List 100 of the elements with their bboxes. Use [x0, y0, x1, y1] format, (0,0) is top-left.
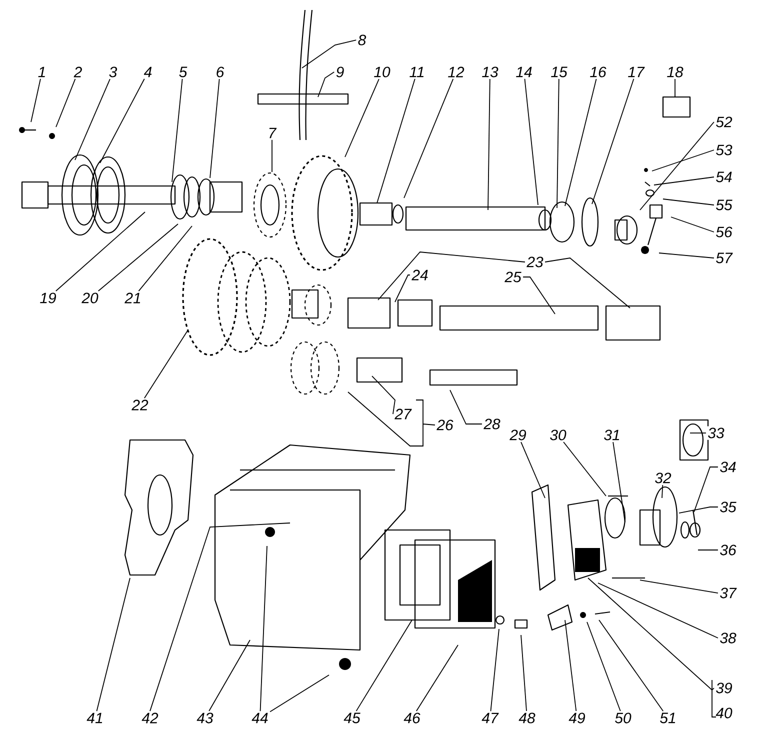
leader-line — [592, 78, 634, 204]
leader-line — [172, 78, 183, 182]
leader-line — [416, 644, 458, 712]
callout-number: 29 — [508, 428, 528, 442]
leader-line — [96, 578, 130, 712]
callout-number: 39 — [714, 681, 734, 695]
callout-number: 15 — [549, 65, 569, 79]
leader-line — [588, 578, 716, 718]
leader-line — [658, 252, 714, 258]
callout-number: 24 — [410, 268, 430, 282]
leader-line — [640, 122, 714, 210]
callout-number: 11 — [408, 65, 426, 79]
callout-number: 14 — [514, 65, 534, 79]
leader-line — [490, 628, 500, 712]
callout-number: 45 — [342, 711, 362, 725]
callout-number: 26 — [435, 418, 455, 432]
leader-line — [586, 622, 621, 712]
callout-number: 30 — [548, 428, 568, 442]
leader-line — [348, 392, 436, 446]
callout-number: 2 — [72, 65, 84, 79]
callout-number: 10 — [372, 65, 392, 79]
callout-number: 47 — [480, 711, 500, 725]
callout-number: 8 — [356, 33, 368, 47]
leader-line — [654, 176, 714, 186]
leader-line — [100, 78, 145, 164]
leader-line — [318, 72, 335, 98]
callout-number: 36 — [718, 543, 738, 557]
callout-number: 17 — [626, 65, 646, 79]
leader-line — [30, 78, 41, 122]
leader-line — [210, 78, 220, 178]
leader-line — [598, 582, 718, 638]
callout-number: 55 — [714, 198, 734, 212]
callout-number: 18 — [665, 65, 685, 79]
leader-line — [404, 78, 454, 198]
callout-number: 4 — [142, 65, 154, 79]
callout-number: 28 — [482, 417, 502, 431]
leader-line — [98, 224, 178, 292]
leader-line — [302, 40, 357, 68]
leader-line — [270, 674, 330, 712]
callout-number: 23 — [525, 255, 545, 269]
leader-line — [376, 78, 416, 204]
leader-line — [522, 276, 556, 314]
callout-number: 48 — [517, 711, 537, 725]
leader-line — [138, 226, 192, 292]
leader-line — [678, 506, 718, 514]
callout-number: 41 — [85, 711, 105, 725]
callout-number: 35 — [718, 500, 738, 514]
callout-number: 20 — [80, 291, 100, 305]
callout-number: 31 — [602, 428, 622, 442]
callout-number: 3 — [107, 65, 119, 79]
callout-number: 43 — [195, 711, 215, 725]
callout-number: 5 — [177, 65, 189, 79]
callout-number: 1 — [36, 65, 48, 79]
callout-number: 46 — [402, 711, 422, 725]
leader-line — [662, 198, 714, 206]
callout-number: 51 — [658, 711, 678, 725]
callout-number: 56 — [714, 225, 734, 239]
callout-number: 54 — [714, 170, 734, 184]
callout-number: 25 — [503, 270, 523, 284]
leader-line — [74, 78, 110, 160]
leader-line — [488, 78, 490, 210]
leader-line — [556, 78, 560, 208]
callout-number: 37 — [718, 586, 738, 600]
callout-number: 7 — [266, 126, 278, 140]
leader-line — [662, 484, 664, 498]
callout-number: 33 — [706, 426, 726, 440]
leader-line — [674, 78, 676, 98]
callout-number: 44 — [250, 711, 270, 725]
leader-line — [56, 78, 76, 128]
leader-line — [670, 216, 714, 232]
callout-number: 9 — [334, 65, 346, 79]
callout-number: 32 — [653, 471, 673, 485]
leader-line — [564, 620, 577, 712]
callout-number: 6 — [214, 65, 226, 79]
callout-number: 53 — [714, 143, 734, 157]
leader-line — [450, 390, 482, 424]
leader-line — [208, 640, 250, 712]
callout-number: 12 — [446, 65, 466, 79]
leader-line — [372, 376, 396, 414]
callout-number: 19 — [38, 291, 58, 305]
callout-number: 57 — [714, 251, 734, 265]
leader-line — [378, 252, 526, 300]
leader-line — [690, 432, 706, 434]
leader-line — [394, 274, 410, 302]
callout-number: 42 — [140, 711, 160, 725]
leader-line — [356, 620, 412, 712]
callout-number: 21 — [123, 291, 143, 305]
callout-number: 22 — [130, 398, 150, 412]
callout-number: 16 — [588, 65, 608, 79]
leader-line — [640, 580, 718, 594]
leader-line — [150, 522, 290, 712]
leader-line — [55, 212, 146, 292]
leader-line — [564, 78, 597, 206]
callout-number: 38 — [718, 631, 738, 645]
callout-number: 13 — [480, 65, 500, 79]
leader-line — [652, 150, 714, 172]
callout-number: 52 — [714, 115, 734, 129]
leader-line — [524, 78, 538, 206]
leader-line — [520, 442, 546, 498]
callout-number: 40 — [714, 706, 734, 720]
